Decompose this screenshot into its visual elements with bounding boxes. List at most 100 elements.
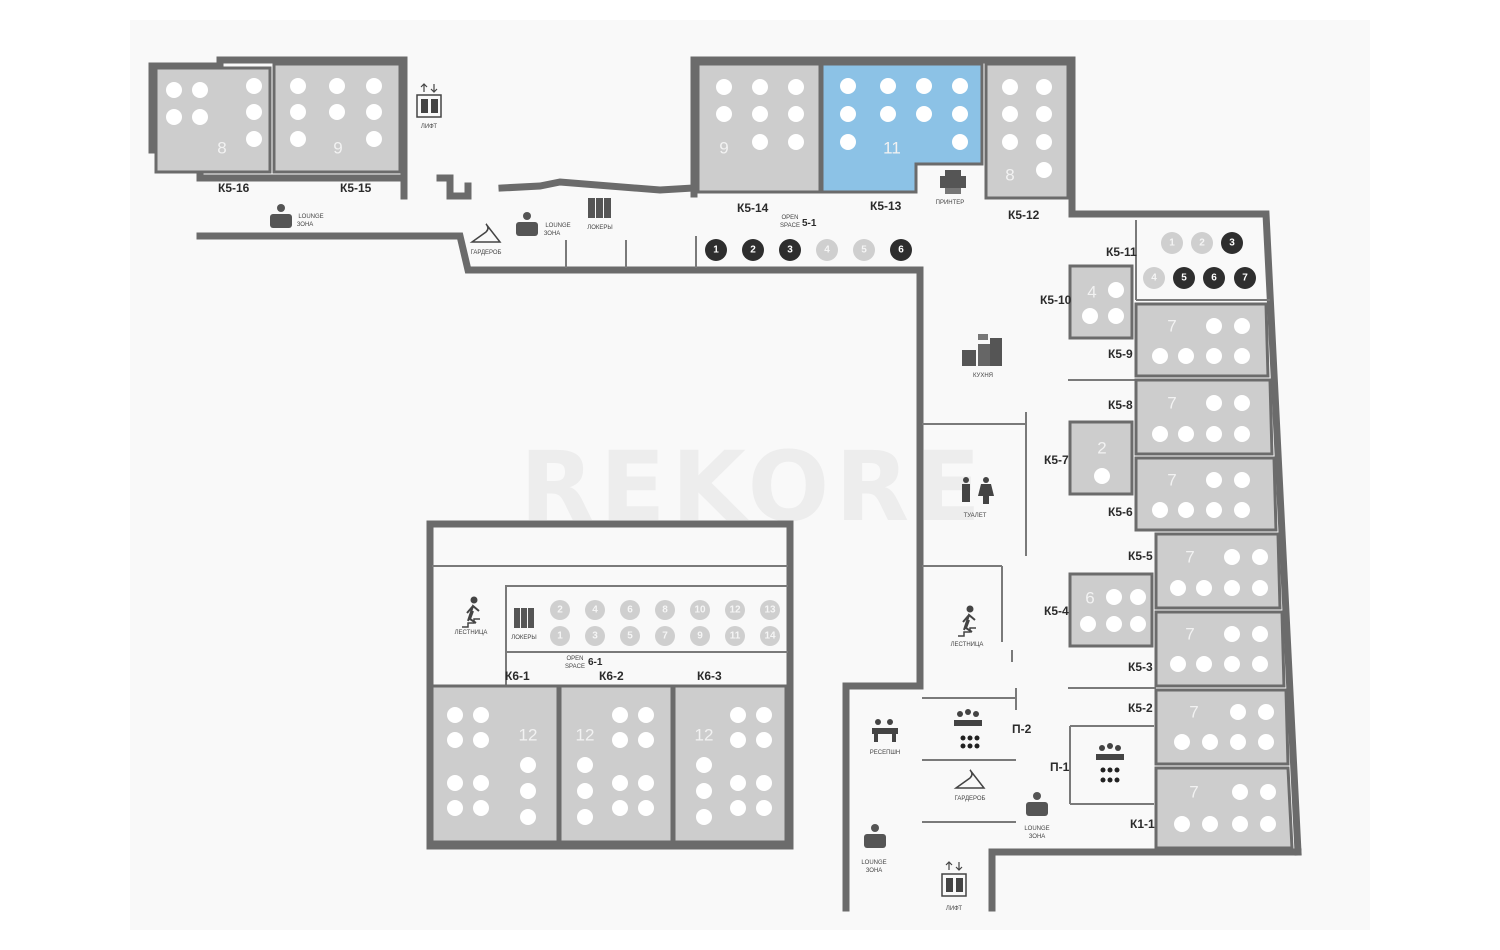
room-k5-5[interactable]: 7	[1154, 532, 1282, 610]
desk-number: 2	[1199, 238, 1205, 249]
desk-marker	[1234, 267, 1256, 289]
open-space-5-1-desk[interactable]: 3	[779, 239, 801, 261]
open-space-5-1-desk[interactable]: 2	[742, 239, 764, 261]
stairs-icon	[958, 605, 976, 637]
label-k6-2: К6-2	[599, 669, 624, 683]
desk-number: 3	[592, 631, 598, 642]
hanger-icon	[953, 769, 986, 789]
open-space-5-1-desk[interactable]: 5	[853, 239, 875, 261]
label-p-2: П-2	[1012, 722, 1032, 736]
room-k5-9[interactable]: 7	[1134, 302, 1270, 378]
open-space-code: 5-1	[802, 218, 817, 229]
lockers-icon	[588, 198, 611, 218]
lift-label: ЛИФТ	[421, 124, 437, 130]
room-k5-2[interactable]: 7	[1154, 688, 1290, 766]
room-k5-15[interactable]: 9	[272, 62, 402, 174]
open-space-6-1-desk[interactable]: 10	[690, 600, 710, 620]
reception-icon	[872, 719, 898, 742]
open-space-6-1-desk[interactable]: 2	[550, 600, 570, 620]
hanger-icon	[469, 223, 502, 243]
open-space-6-1-desk[interactable]: 9	[690, 626, 710, 646]
room-k5-6[interactable]: 7	[1134, 456, 1278, 532]
desk-number: 4	[1151, 273, 1157, 284]
room-k5-7[interactable]: 2	[1068, 420, 1134, 496]
open-space-6-1-desk[interactable]: 1	[550, 626, 570, 646]
desk-number: 9	[697, 631, 703, 642]
open-space-6-1-desk[interactable]: 3	[585, 626, 605, 646]
room-capacity: 7	[1189, 703, 1198, 722]
label-k5-4: К5-4	[1044, 604, 1069, 618]
k5-11-desk[interactable]: 5	[1173, 267, 1195, 289]
room-k5-4[interactable]: 6	[1068, 572, 1154, 648]
reception-label: РЕСЕПШН	[870, 750, 900, 756]
room-k6-2[interactable]: 12	[558, 684, 674, 844]
open-space-6-1-desk[interactable]: 12	[725, 600, 745, 620]
room-capacity: 7	[1189, 783, 1198, 802]
desk-marker	[760, 600, 780, 620]
room-k5-13[interactable]: 11	[820, 62, 984, 194]
kitchen-label: КУХНЯ	[973, 373, 993, 379]
printer-label: ПРИНТЕР	[936, 200, 965, 206]
room-capacity: 8	[217, 139, 226, 158]
label-k5-5: К5-5	[1128, 549, 1153, 563]
open-space-5-1-desk[interactable]: 4	[816, 239, 838, 261]
label-k5-16: К5-16	[218, 181, 250, 195]
room-k6-3[interactable]: 12	[672, 684, 788, 844]
label-k5-9: К5-9	[1108, 347, 1133, 361]
desk-number: 14	[764, 631, 776, 642]
open-space-6-1-desk[interactable]: 6	[620, 600, 640, 620]
desk-number: 12	[729, 605, 741, 616]
k5-11-desk[interactable]: 2	[1191, 232, 1213, 254]
room-capacity: 8	[1005, 166, 1014, 185]
k5-11-desk[interactable]: 7	[1234, 267, 1256, 289]
room-k1-1[interactable]: 7	[1154, 766, 1294, 850]
room-k5-3[interactable]: 7	[1154, 610, 1286, 688]
open-space-6-1-desk[interactable]: 13	[760, 600, 780, 620]
open-space-6-1-desk[interactable]: 5	[620, 626, 640, 646]
lounge-icon	[270, 204, 292, 228]
desk-marker	[585, 626, 605, 646]
room-k5-14[interactable]: 9	[696, 62, 822, 194]
lounge-label: ЗОНА	[297, 222, 314, 228]
room-k5-12[interactable]: 8	[984, 62, 1070, 200]
stairs-label: ЛЕСТНИЦА	[951, 642, 984, 648]
wardrobe-label: ГАРДЕРОБ	[955, 796, 986, 802]
desk-marker	[550, 626, 570, 646]
desk-number: 4	[824, 245, 830, 256]
label-k6-1: К6-1	[505, 669, 530, 683]
room-k6-1[interactable]: 12	[430, 684, 560, 844]
room-capacity: 9	[719, 139, 728, 158]
desk-number: 1	[1169, 238, 1175, 249]
lift-label: ЛИФТ	[946, 906, 962, 912]
room-k5-8[interactable]: 7	[1134, 378, 1274, 456]
room-capacity: 7	[1185, 548, 1194, 567]
open-space-6-1-desk[interactable]: 11	[725, 626, 745, 646]
open-space-6-1-desk[interactable]: 14	[760, 626, 780, 646]
open-space-5-1-desk[interactable]: 1	[705, 239, 727, 261]
k5-11-desk[interactable]: 6	[1203, 267, 1225, 289]
lockers-label: ЛОКЕРЫ	[511, 635, 536, 641]
room-k5-16[interactable]: 8	[154, 66, 272, 174]
desk-number: 6	[1211, 273, 1217, 284]
desk-number: 4	[592, 605, 598, 616]
k5-11-desk[interactable]: 1	[1161, 232, 1183, 254]
open-space-6-1-desk[interactable]: 4	[585, 600, 605, 620]
desk-marker	[890, 239, 912, 261]
label-k5-14: К5-14	[737, 201, 769, 215]
desk-marker	[853, 239, 875, 261]
open-space-6-1-desk[interactable]: 7	[655, 626, 675, 646]
k5-11-desk[interactable]: 3	[1221, 232, 1243, 254]
lounge-label: LOUNGE	[298, 214, 323, 220]
open-space-5-1-desk[interactable]: 6	[890, 239, 912, 261]
desk-marker	[620, 626, 640, 646]
open-space-code: 6-1	[588, 657, 603, 668]
desk-number: 7	[662, 631, 668, 642]
k5-11-desk[interactable]: 4	[1143, 267, 1165, 289]
room-k5-10[interactable]: 4	[1068, 264, 1134, 340]
open-space-6-1-desk[interactable]: 8	[655, 600, 675, 620]
desk-marker	[655, 600, 675, 620]
desk-marker	[779, 239, 801, 261]
